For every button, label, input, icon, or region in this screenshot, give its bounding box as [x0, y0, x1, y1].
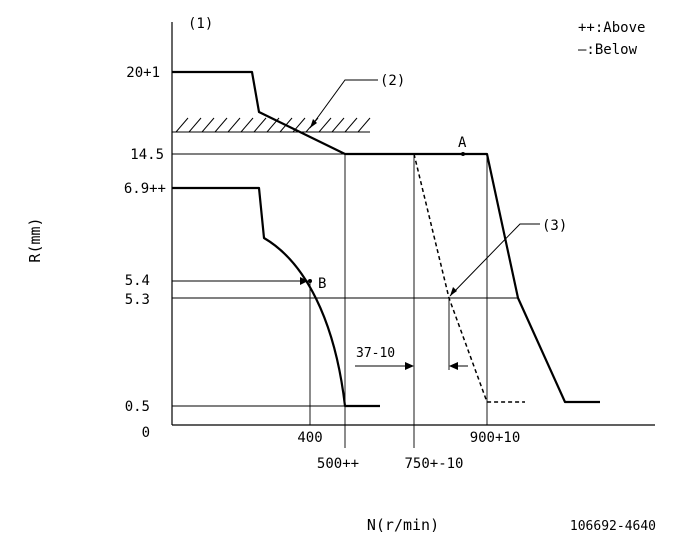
- y-tick-14.5: 14.5: [130, 147, 164, 163]
- point-a-label: A: [458, 135, 467, 151]
- points: [308, 152, 465, 283]
- leader-3: [449, 223, 540, 297]
- point-a-dot: [461, 152, 465, 156]
- y-tick-5.3: 5.3: [125, 292, 150, 308]
- x-axis-title: N(r/min): [367, 516, 439, 534]
- arrowheads: [300, 119, 458, 370]
- point-b-dot: [308, 279, 312, 283]
- characteristic-curves: [172, 70, 600, 408]
- arrowhead-3: [450, 287, 457, 296]
- legend-below: —:Below: [578, 42, 638, 58]
- leader-arrows: [270, 79, 540, 297]
- y-axis-title: R(mm): [26, 217, 44, 262]
- note-2-label: (2): [380, 73, 405, 89]
- y-tick-0.5: 0.5: [125, 399, 150, 415]
- leader-2: [309, 79, 378, 129]
- x-tick-750: 750+-10: [404, 456, 463, 472]
- note-1-label: (1): [188, 16, 213, 32]
- x-tick-400: 400: [297, 430, 322, 446]
- upper-curve: [172, 70, 600, 404]
- y-tick-0: 0: [142, 425, 150, 441]
- y-tick-6.9: 6.9++: [124, 181, 166, 197]
- lower-curve: [172, 186, 380, 408]
- legend-above: ++:Above: [578, 20, 645, 36]
- arrowhead-2: [310, 119, 317, 128]
- x-tick-900: 900+10: [470, 430, 521, 446]
- document-id: 106692-4640: [570, 519, 656, 534]
- note-3-label: (3): [542, 218, 567, 234]
- point-b-label: B: [318, 276, 326, 292]
- dashed-curve: [413, 153, 525, 403]
- y-tick-5.4: 5.4: [125, 273, 150, 289]
- arrowhead-b: [300, 277, 308, 285]
- x-tick-500: 500++: [317, 456, 359, 472]
- y-tick-20: 20+1: [126, 65, 160, 81]
- axes: [171, 22, 655, 426]
- vertical-reference-lines: [309, 154, 488, 448]
- dim-arrowhead-right: [449, 362, 458, 370]
- dim-arrowhead-left: [405, 362, 414, 370]
- stopper-hatch: [172, 117, 371, 133]
- dimension-label: 37-10: [356, 346, 395, 361]
